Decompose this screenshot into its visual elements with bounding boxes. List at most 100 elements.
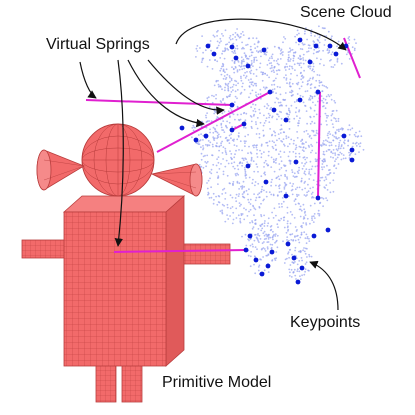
cloud-point [317,209,320,212]
cloud-point [243,88,246,91]
cloud-point [348,36,351,38]
cloud-point [355,131,357,134]
cloud-point [238,193,241,195]
cloud-point [301,81,304,84]
cloud-point [317,51,320,53]
cloud-point [280,49,282,52]
cloud-point [254,208,257,211]
cloud-point [273,257,276,260]
keypoint [283,193,289,199]
cloud-point [291,67,294,70]
cloud-point [353,49,356,52]
cloud-point [304,158,307,161]
cloud-point [271,88,274,91]
model-left-cone [36,149,85,191]
cloud-point [270,193,273,196]
cloud-point [257,239,259,242]
cloud-point [230,91,233,93]
cloud-point [294,236,296,238]
cloud-point [303,150,305,153]
cloud-point [268,140,271,143]
cloud-point [234,90,237,93]
cloud-point [340,158,343,161]
cloud-point [248,201,250,204]
cloud-point [312,215,315,218]
cloud-point [222,173,225,176]
cloud-point [220,40,222,42]
cloud-point [272,193,275,196]
cloud-point [259,121,262,124]
cloud-point [297,194,300,196]
cloud-point [233,71,236,74]
cloud-point [264,119,267,122]
cloud-point [232,52,235,54]
cloud-point [304,270,306,273]
cloud-point [268,62,271,65]
cloud-point [323,64,325,67]
cloud-point [307,144,310,147]
cloud-point [222,63,225,66]
cloud-point [216,35,219,37]
cloud-point [311,145,314,148]
cloud-point [266,107,268,110]
cloud-point [320,123,323,126]
cloud-point [253,239,256,242]
cloud-point [217,133,220,136]
cloud-point [233,138,235,141]
keypoint [299,265,305,271]
cloud-point [292,175,295,178]
cloud-point [319,35,321,37]
cloud-point [279,86,281,89]
cloud-point [296,33,298,36]
cloud-point [221,129,224,131]
cloud-point [263,189,265,192]
cloud-point [198,163,201,166]
cloud-point [210,120,213,122]
cloud-point [296,131,298,133]
cloud-point [338,136,340,139]
cloud-point [271,178,273,181]
cloud-point [350,152,352,155]
cloud-point [322,101,325,104]
cloud-point [322,27,325,30]
cloud-point [246,71,248,73]
cloud-point [261,73,264,76]
cloud-point [246,57,249,60]
cloud-point [254,110,257,113]
cloud-point [236,33,239,36]
cloud-point [210,172,213,175]
cloud-point [328,51,331,54]
cloud-point [286,226,289,229]
cloud-point [223,57,226,60]
cloud-point [299,205,302,208]
cloud-point [332,110,335,112]
cloud-point [300,140,302,143]
cloud-point [280,174,282,177]
cloud-point [333,135,336,138]
cloud-point [282,240,284,243]
cloud-point [249,81,252,84]
cloud-point [250,69,253,72]
cloud-point [326,189,329,191]
cloud-point [305,222,307,225]
cloud-point [213,139,216,142]
cloud-point [305,161,308,164]
cloud-point [252,245,254,248]
cloud-point [275,214,277,217]
cloud-point [206,65,209,68]
cloud-point [319,179,321,182]
cloud-point [260,156,263,159]
cloud-point [309,116,312,119]
cloud-point [211,68,214,70]
cloud-point [289,162,292,165]
cloud-point [302,59,305,61]
keypoint [333,51,339,57]
cloud-point [278,185,280,188]
cloud-point [222,69,225,72]
cloud-point [229,150,231,153]
cloud-point [216,137,219,140]
cloud-point [322,49,324,52]
cloud-point [296,186,299,189]
cloud-point [311,120,313,123]
cloud-point [298,120,300,122]
